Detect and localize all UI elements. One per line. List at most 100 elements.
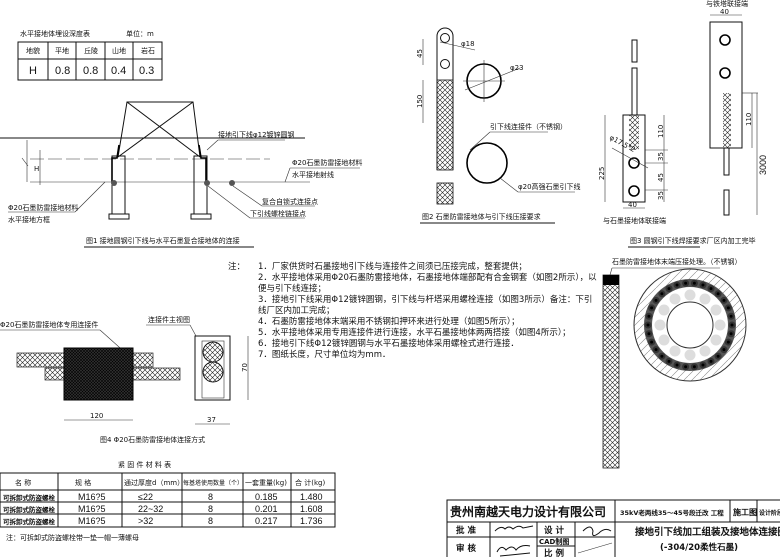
strand-core: [730, 323, 734, 327]
strand-light: [684, 349, 696, 361]
depth-header: 平地: [55, 46, 69, 55]
depth-header: 岩石: [141, 46, 155, 55]
project-name: 35kV老两线35～45号段迁改 工程: [620, 508, 724, 517]
dim-bottom-40: 40: [628, 201, 637, 209]
fastener-header: 一套重量(kg): [245, 478, 287, 487]
depth-cell: 0.4: [111, 65, 126, 77]
label-bolt: 下引线螺栓链接点: [250, 209, 306, 218]
strand-core: [646, 323, 650, 327]
strand-core: [684, 281, 688, 285]
cad-label: CAD制图: [539, 537, 569, 546]
fastener-cell: 8: [208, 516, 213, 526]
depth-cell: 0.8: [55, 65, 70, 77]
fastener-cell: 0.217: [255, 516, 278, 526]
strand-core: [684, 365, 688, 369]
design-stage-label: 设计阶段: [759, 509, 780, 517]
fastener-cell: M16?5: [78, 516, 106, 526]
strand-core: [722, 348, 726, 352]
tower-frame: [117, 101, 201, 158]
depth-header: 地貌: [26, 46, 40, 55]
fastener-cell: M16?5: [78, 492, 106, 502]
fastener-cell: ≤22: [138, 492, 153, 502]
notes-prefix: 注：: [228, 262, 246, 272]
strand-core: [709, 359, 713, 363]
label-connector: 引下线连接件（不锈钢）: [490, 122, 567, 131]
graphite-section: [466, 142, 508, 184]
strand-core: [647, 314, 651, 318]
bolt-connection-point: [204, 180, 210, 186]
dim-circle: φ23: [510, 64, 524, 72]
title-block: 贵州南越天电力设计有限公司 35kV老两线35～45号段迁改 工程 施工图 设计…: [446, 499, 780, 557]
strand-core: [660, 292, 664, 296]
strand-core: [722, 298, 726, 302]
dim-right-110: 110: [745, 113, 753, 126]
label-material-left: Φ20石墨防雷接地材料: [8, 203, 78, 212]
design-stage: 施工图: [733, 507, 757, 517]
note-item: 7．图纸长度，尺寸单位均为mm．: [258, 350, 391, 360]
figure-3-caption: 图3 圆钢引下线焊接要求厂区内加工完毕: [630, 236, 756, 245]
strand-core: [709, 287, 713, 291]
strand-core: [654, 348, 658, 352]
label-material-right: Φ20石墨防雷接地材料: [292, 158, 362, 167]
fastener-cell: 8: [208, 492, 213, 502]
depth-cell: 0.8: [83, 65, 98, 77]
label-connector: Φ20石墨防雷接地体专用连接件: [0, 320, 98, 329]
figure-5-end-treatment: 石墨防雷接地体末端压接处理。（不锈钢）: [602, 257, 747, 469]
depth-table: 水平接地体埋设深度表 单位：m 地貌 平地 丘陵 山地 岩石 H 0.8 0.8…: [17, 29, 163, 81]
strand-core: [701, 363, 705, 367]
fastener-header: 每基塔使用数量（个）: [183, 479, 243, 487]
fastener-cell: 1.736: [300, 516, 323, 526]
fastener-header: 合 计(kg): [295, 478, 325, 487]
depth-table-unit: 单位：m: [126, 29, 154, 38]
note-item: 5．水平接地体采用专用连接件进行连接，水平石墨接地体两两搭接（如图4所示）；: [258, 328, 571, 338]
label-frame: 水平接地方框: [8, 215, 50, 224]
depth-header: 山地: [112, 46, 126, 55]
figure-2-compression: 45 150 φ18 φ23 引下线连接件（不锈钢） φ20高强石墨引下线 图2…: [416, 27, 581, 224]
drawing-title: 接地引下线加工组装及接地体连接图: [635, 526, 780, 538]
signature-review: [496, 545, 531, 557]
fastener-table-title: 紧 固 件 材 料 表: [118, 460, 171, 469]
strand-light: [714, 319, 726, 331]
strand-core: [650, 340, 654, 344]
strand-core: [675, 283, 679, 287]
label-tower-end: 与铁塔联接端: [706, 0, 748, 8]
strand-core: [650, 306, 654, 310]
label-front-view: 连接件主视图: [148, 315, 190, 324]
dim-45: 45: [657, 173, 665, 182]
strand-core: [667, 359, 671, 363]
fastener-cell: >32: [138, 516, 153, 526]
fastener-cell: 0.201: [255, 504, 278, 514]
strand-core: [701, 283, 705, 287]
strand-core: [716, 292, 720, 296]
note-item: 6．接地引下线Φ12镀锌圆钢与水平石墨接地体采用螺栓式进行连接．: [258, 339, 519, 349]
strand-core: [692, 365, 696, 369]
dim-3000: 3000: [758, 155, 768, 175]
dim-45: 45: [416, 49, 424, 58]
bolt-connection-point: [111, 180, 117, 186]
fastener-cell: 8: [208, 504, 213, 514]
fastener-cell: 可拆卸式防盗螺栓: [3, 517, 56, 526]
dim-35a: 35: [657, 152, 665, 161]
strand-core: [726, 340, 730, 344]
fastener-cell: 可拆卸式防盗螺栓: [3, 505, 56, 514]
dim-120: 120: [90, 412, 103, 420]
note-item: 1．厂家供货时石墨接地引下线与连接件之间须已压接完成，整套提供；: [258, 262, 527, 272]
design-label: 设 计: [544, 525, 564, 536]
fastener-cell: M16?5: [78, 504, 106, 514]
drawing-subtitle: (-304/20柔性石墨): [660, 542, 738, 553]
strand-ring: [644, 279, 736, 371]
dim-70: 70: [241, 363, 249, 372]
strand-light: [669, 293, 681, 305]
fastener-cell: 22~32: [138, 504, 163, 514]
figure-1-tower-grounding: H 接地引下线φ12镀锌圆钢 Φ20石墨防雷接地材料 水平接地射线 复合自锁式连…: [0, 101, 362, 248]
dim-35b: 35: [657, 191, 665, 200]
label-graphite: φ20高强石墨引下线: [518, 182, 581, 191]
figure-4-connector: Φ20石墨防雷接地体专用连接件 120 连接件主视图 70 37 图4 Φ20石…: [0, 315, 249, 444]
label-selflock: 复合自锁式连接点: [262, 197, 318, 206]
note-item: 2．水平接地体采用Φ20石墨防雷接地体，石墨接地体端部配有合金钢套（如图2所示）…: [258, 273, 597, 294]
dim-150: 150: [416, 95, 424, 108]
dim-top-40: 40: [720, 8, 729, 16]
label-downlead: 接地引下线φ12镀锌圆钢: [218, 130, 295, 139]
